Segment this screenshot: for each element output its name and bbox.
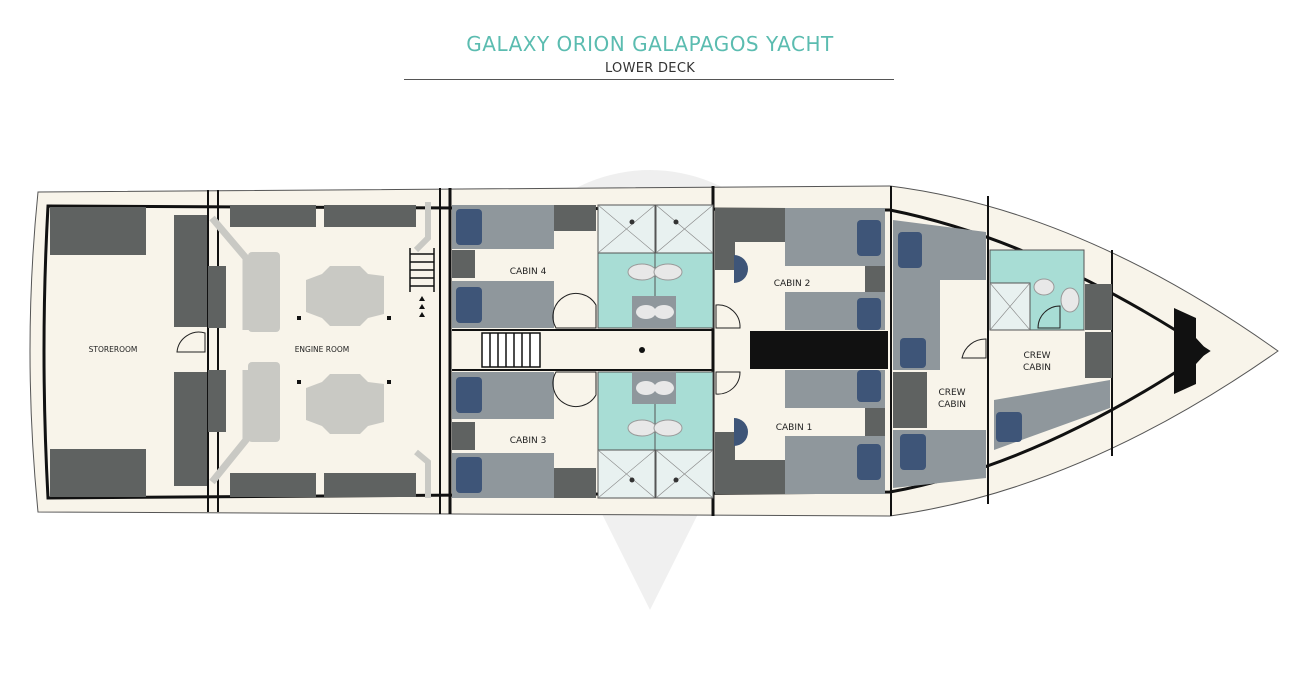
generator [248,362,280,442]
pillow-icon [456,457,482,493]
cabin-4: CABIN 4 [452,205,597,329]
up-arrow-icons [419,296,425,317]
pillow-icon [898,232,922,268]
staircase [481,332,541,368]
toilet-icon [636,305,656,319]
sink-icon [653,263,683,281]
cabin-3: CABIN 3 [452,371,597,498]
crew-cabin-b-label-line2: CABIN [1023,363,1051,373]
storeroom-label: STOREROOM [89,345,138,354]
engine-room-label: ENGINE ROOM [295,345,350,354]
pillow-icon [996,412,1022,442]
cabin-1-label: CABIN 1 [776,423,813,433]
cabin-2-label: CABIN 2 [774,279,811,289]
pillow-icon [456,209,482,245]
crew-cabin-b-label-line1: CREW [1023,351,1050,361]
cabin-4-label: CABIN 4 [510,267,547,277]
toilet-icon [1060,287,1080,313]
hatch-icon [734,255,748,283]
crew-cabin-a: CREW CABIN [893,220,987,488]
pillow-icon [857,370,881,402]
pillow-icon [900,338,926,368]
crew-cabin-b: CREW CABIN [989,249,1112,450]
title-underline [404,79,894,80]
pillow-icon [857,220,881,256]
engine [306,374,384,434]
sink-icon [653,419,683,437]
pillow-icon [456,287,482,323]
diagram-subtitle: LOWER DECK [604,61,696,76]
toilet-icon [636,381,656,395]
storeroom: STOREROOM [50,207,207,497]
engine [306,266,384,326]
bathrooms-lower [597,371,714,499]
hatch-icon [734,418,748,446]
cabin-3-label: CABIN 3 [510,436,547,446]
pillow-icon [857,444,881,480]
cabin-1: CABIN 1 [715,370,885,494]
sink-icon [1033,278,1055,296]
cabin-2: CABIN 2 [715,208,885,330]
toilet-icon [654,381,674,395]
pillow-icon [857,298,881,330]
bathrooms-upper [597,204,714,329]
generator [248,252,280,332]
crew-cabin-a-label-line1: CREW [938,388,965,398]
bow-anchor-locker [1174,308,1208,394]
toilet-icon [654,305,674,319]
crew-cabin-a-label-line2: CABIN [938,400,966,410]
corridor [452,329,888,371]
pillow-icon [900,434,926,470]
sink-icon [627,419,657,437]
engine-room: ENGINE ROOM [208,202,435,498]
diagram-title: GALAXY ORION GALAPAGOS YACHT [466,32,834,56]
engine-ladder [409,248,435,292]
sink-icon [627,263,657,281]
pillow-icon [456,377,482,413]
